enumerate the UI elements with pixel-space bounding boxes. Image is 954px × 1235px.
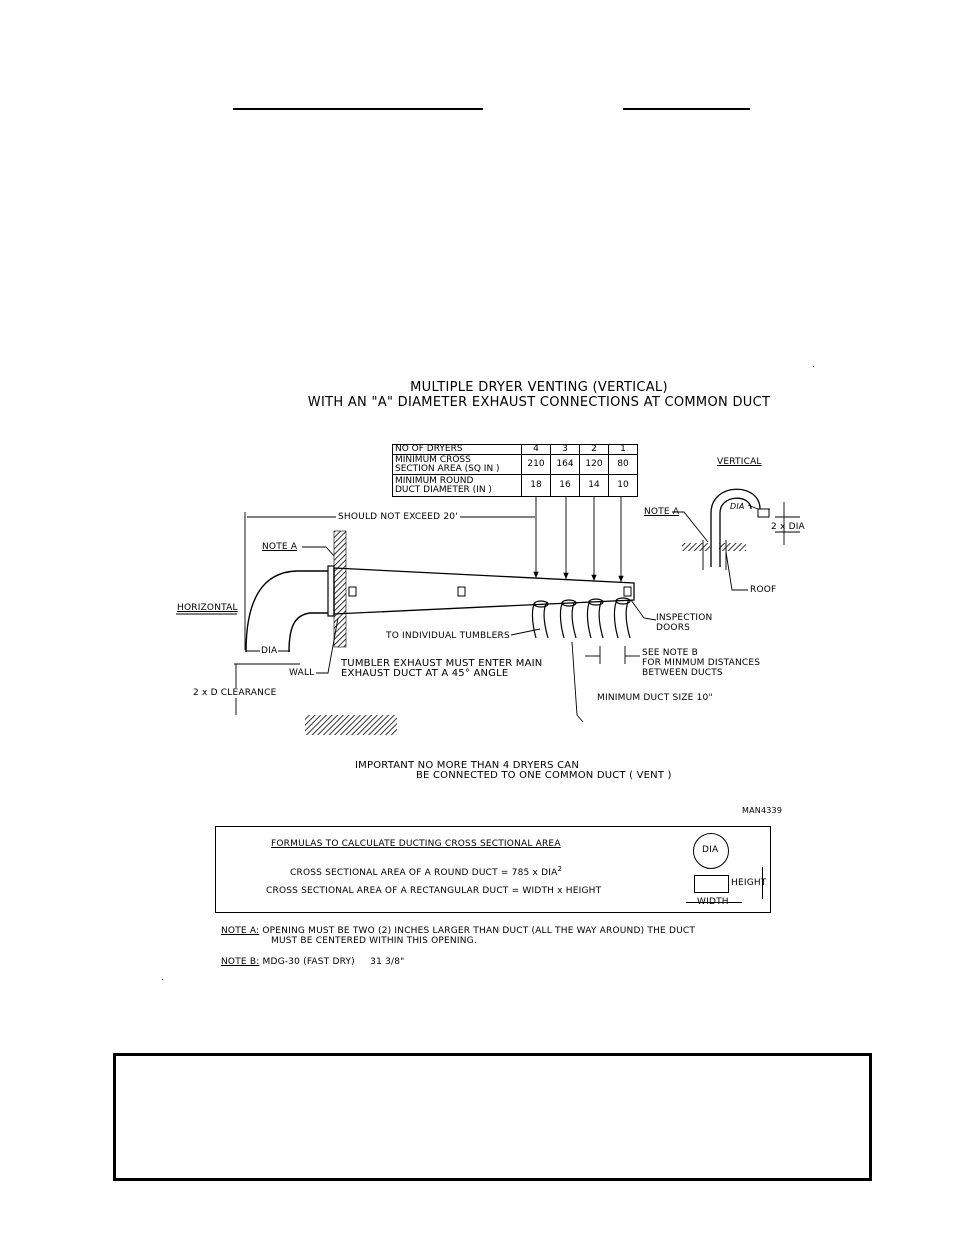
note-a-label: NOTE A:	[221, 926, 260, 936]
table-row1-cell: 80	[608, 454, 638, 475]
label-dia-left: DIA	[260, 646, 279, 656]
header-rule-left	[233, 108, 483, 110]
label-note-a-right: NOTE A	[644, 507, 680, 517]
table-row1-cell: 120	[579, 454, 609, 475]
note-b-label: NOTE B:	[221, 957, 260, 967]
label-important-1: IMPORTANT NO MORE THAN 4 DRYERS CAN	[355, 760, 579, 771]
label-roof: ROOF	[750, 585, 777, 595]
label-note-a-left: NOTE A	[262, 542, 298, 552]
note-a-line1: OPENING MUST BE TWO (2) INCHES LARGER TH…	[262, 926, 696, 936]
label-vertical: VERTICAL	[717, 457, 762, 467]
horizontal-elbow	[245, 570, 330, 653]
table-row2-cell: 10	[608, 474, 638, 497]
table-row2-cell: 16	[550, 474, 580, 497]
note-b: NOTE B: MDG-30 (FAST DRY) 31 3/8"	[221, 957, 405, 967]
table-header-label: NO OF DRYERS	[392, 444, 522, 455]
note-b-text: MDG-30 (FAST DRY) 31 3/8"	[262, 957, 405, 967]
label-two-x-dia: 2 x DIA	[771, 522, 805, 532]
diagram-title-line2: WITH AN "A" DIAMETER EXHAUST CONNECTIONS…	[307, 395, 771, 410]
label-dia-right: DIA	[730, 502, 745, 511]
round-duct-dia-label: DIA	[702, 845, 719, 855]
corner-mark: .	[812, 360, 816, 370]
roof-hatch-right	[719, 543, 746, 551]
label-important-2: BE CONNECTED TO ONE COMMON DUCT ( VENT )	[416, 770, 672, 781]
table-row2-cell: 14	[579, 474, 609, 497]
header-rule-right	[623, 108, 750, 110]
table-row1-cell: 164	[550, 454, 580, 475]
label-horizontal: HORIZONTAL	[177, 603, 238, 613]
note-a-line2: MUST BE CENTERED WITHIN THIS OPENING.	[271, 936, 477, 946]
formulas-box: FORMULAS TO CALCULATE DUCTING CROSS SECT…	[215, 826, 771, 913]
label-min-distances-1: FOR MINMUM DISTANCES	[642, 658, 761, 668]
table-dryers-3: 3	[550, 444, 580, 455]
diagram-title-line1: MULTIPLE DRYER VENTING (VERTICAL)	[410, 380, 668, 395]
label-clearance: 2 x D CLEARANCE	[193, 688, 277, 698]
label-tumbler-exhaust-2: EXHAUST DUCT AT A 45° ANGLE	[341, 668, 509, 679]
label-to-individual: TO INDIVIDUAL TUMBLERS	[386, 631, 510, 641]
formula-rect: CROSS SECTIONAL AREA OF A RECTANGULAR DU…	[266, 886, 602, 896]
round-duct-circle	[693, 833, 729, 869]
inspection-door-3	[623, 586, 632, 597]
label-inspection-1: INSPECTION	[656, 613, 713, 623]
main-duct	[333, 567, 635, 615]
floor-hatch	[305, 715, 397, 735]
height-dimension-line	[762, 867, 763, 899]
table-dryers-4: 4	[521, 444, 551, 455]
inspection-door-2	[457, 586, 466, 597]
label-see-note-b: SEE NOTE B	[642, 648, 698, 658]
label-tumbler-exhaust-1: TUMBLER EXHAUST MUST ENTER MAIN	[341, 658, 543, 669]
rect-duct-box	[694, 875, 729, 893]
table-dryers-2: 2	[579, 444, 609, 455]
stray-mark: .	[161, 973, 165, 983]
formulas-heading: FORMULAS TO CALCULATE DUCTING CROSS SECT…	[271, 839, 561, 849]
wall-flange	[327, 565, 335, 617]
label-min-duct-size: MINIMUM DUCT SIZE 10"	[597, 693, 713, 703]
bottom-info-box	[113, 1053, 872, 1181]
roof-hatch-left	[682, 543, 710, 551]
formula-round: CROSS SECTIONAL AREA OF A ROUND DUCT = 7…	[290, 865, 563, 878]
width-dimension-line	[686, 902, 742, 903]
table-dryers-1: 1	[608, 444, 638, 455]
note-a: NOTE A: OPENING MUST BE TWO (2) INCHES L…	[221, 926, 695, 936]
label-should-not-exceed: SHOULD NOT EXCEED 20'	[336, 512, 460, 522]
formula-round-exponent: 2	[557, 865, 563, 873]
inspection-door-1	[348, 586, 357, 597]
label-wall: WALL	[289, 668, 315, 678]
label-inspection-2: DOORS	[656, 623, 691, 633]
label-min-distances-2: BETWEEN DUCTS	[642, 668, 723, 678]
rect-height-label: HEIGHT	[731, 878, 767, 888]
vertical-duct	[710, 488, 761, 567]
table-row2-cell: 18	[521, 474, 551, 497]
tumbler-ducts	[531, 597, 631, 639]
table-row1-cell: 210	[521, 454, 551, 475]
drawing-number: MAN4339	[742, 806, 783, 815]
